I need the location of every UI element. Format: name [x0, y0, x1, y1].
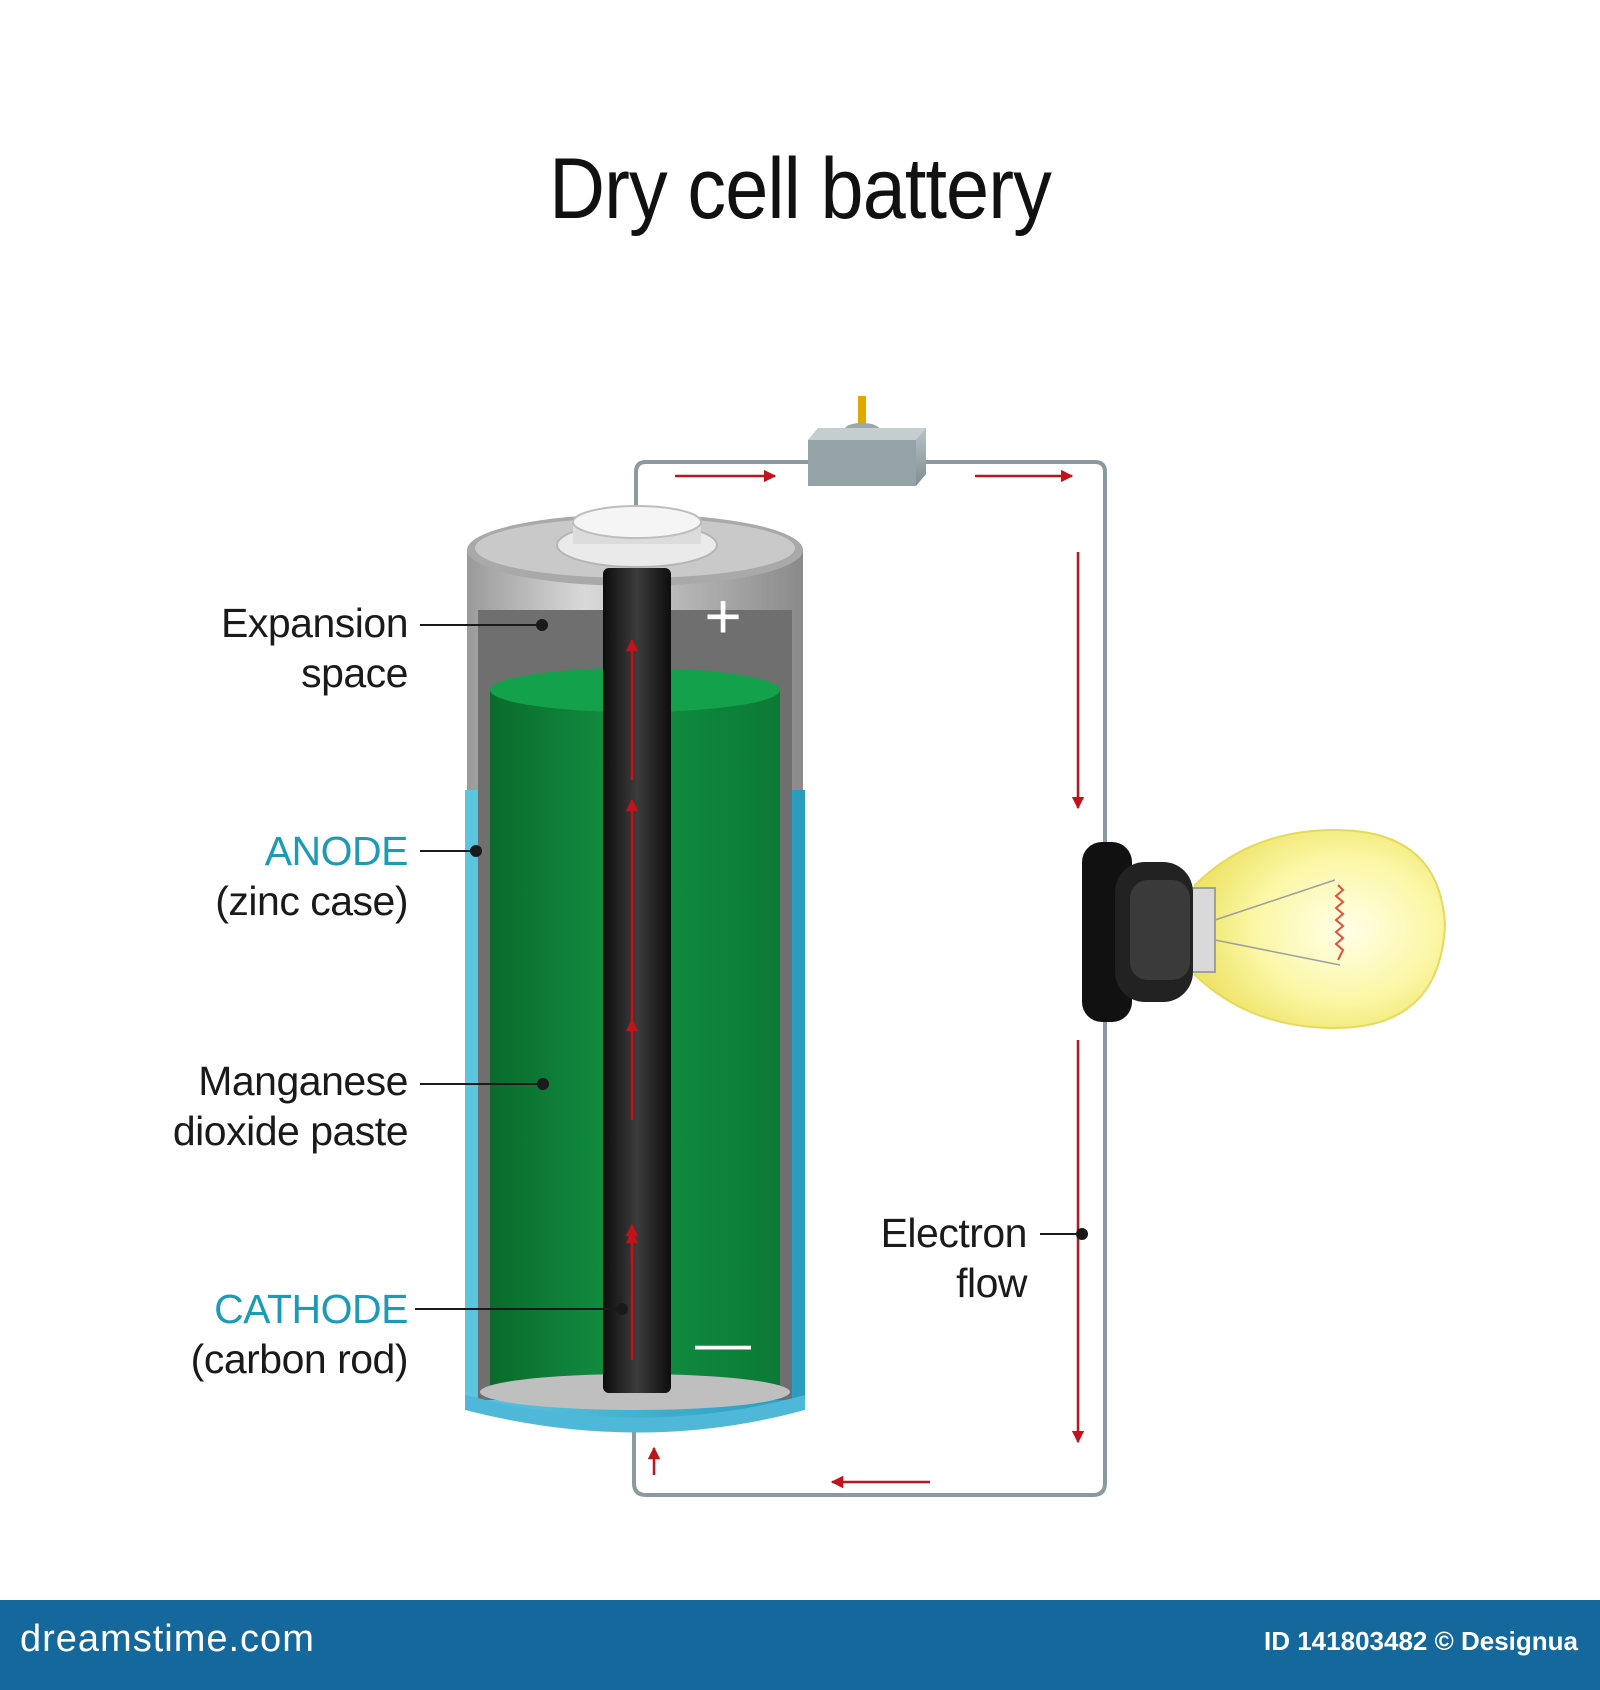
switch-icon	[808, 396, 926, 486]
label-cathode-detail: (carbon rod)	[190, 1336, 409, 1382]
label-anode: ANODE (zinc case)	[215, 826, 408, 926]
label-paste-line2: dioxide paste	[172, 1108, 409, 1154]
label-anode-detail: (zinc case)	[215, 878, 408, 924]
label-anode-name: ANODE	[264, 828, 409, 874]
diagram-title: Dry cell battery	[549, 141, 1052, 237]
label-electron-flow-line2: flow	[956, 1260, 1027, 1306]
battery-cell	[465, 505, 805, 1433]
label-expansion-space-line1: Expansion	[221, 600, 408, 646]
battery-illustration: + —	[415, 396, 1447, 1497]
light-bulb-icon	[1082, 828, 1447, 1030]
label-electron-flow-line1: Electron	[880, 1210, 1028, 1256]
label-electron-flow: Electron flow	[880, 1208, 1028, 1308]
label-cathode-name: CATHODE	[214, 1286, 408, 1332]
negative-terminal-label: —	[695, 1311, 751, 1374]
label-expansion-space-line2: space	[301, 650, 408, 696]
footer-brand[interactable]: dreamstime.com	[20, 1618, 315, 1660]
circuit-wire	[632, 460, 1107, 1497]
watermark-footer: dreamstime.com ID 141803482 © Designua	[0, 1600, 1600, 1690]
positive-terminal-label: +	[704, 580, 741, 652]
electron-flow-arrows	[625, 469, 1085, 1489]
label-cathode: CATHODE (carbon rod)	[190, 1284, 409, 1384]
leader-lines	[415, 619, 1088, 1315]
label-expansion-space: Expansion space	[221, 598, 408, 698]
label-paste-line1: Manganese	[198, 1058, 408, 1104]
footer-image-info: ID 141803482 © Designua	[1264, 1626, 1578, 1656]
label-paste: Manganese dioxide paste	[172, 1056, 409, 1156]
